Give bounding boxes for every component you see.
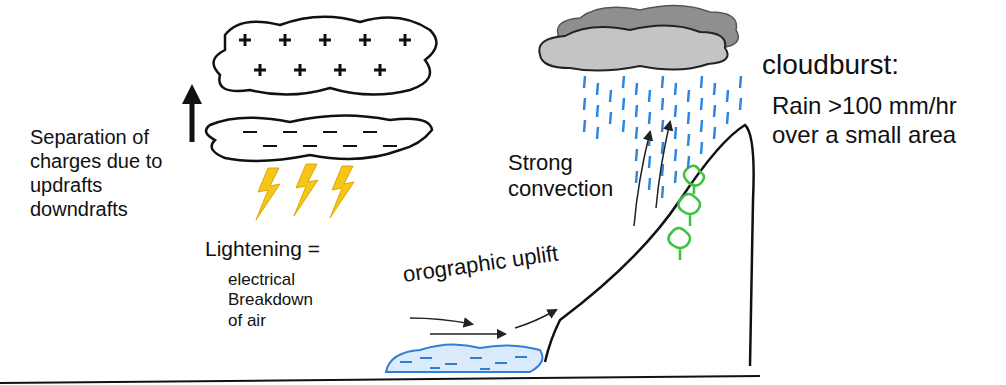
- ground-line: [0, 376, 760, 383]
- annotation-label: electrical Breakdown of air: [228, 270, 328, 331]
- wind-arrow: [430, 333, 505, 335]
- negative-charge-symbol: [243, 132, 397, 146]
- lightning-bolt: [294, 164, 318, 216]
- annotation-label: Strong convection: [508, 150, 626, 203]
- annotation-label: Separation of charges due to updrafts do…: [30, 125, 190, 221]
- storm-cloud: [539, 25, 727, 70]
- charged-cloud: [214, 17, 437, 95]
- charged-cloud: [206, 115, 432, 160]
- water-ripple: [400, 357, 527, 369]
- wind-arrow: [410, 318, 472, 324]
- tree: [668, 166, 704, 260]
- lightning-bolt: [256, 168, 280, 220]
- annotation-label: Lightening =: [205, 236, 345, 261]
- annotation-label: cloudburst:: [762, 48, 982, 82]
- separation-arrow: [190, 92, 195, 142]
- convection-arrow: [656, 122, 670, 208]
- annotation-label: orographic uplift: [401, 233, 613, 288]
- wind-arrow: [515, 310, 556, 328]
- annotation-label: Rain >100 mm/hr over a small area: [772, 92, 987, 150]
- positive-charge-symbol: [239, 34, 411, 76]
- convection-arrow: [634, 132, 650, 226]
- lake: [386, 344, 542, 372]
- lightning-bolt: [330, 166, 354, 218]
